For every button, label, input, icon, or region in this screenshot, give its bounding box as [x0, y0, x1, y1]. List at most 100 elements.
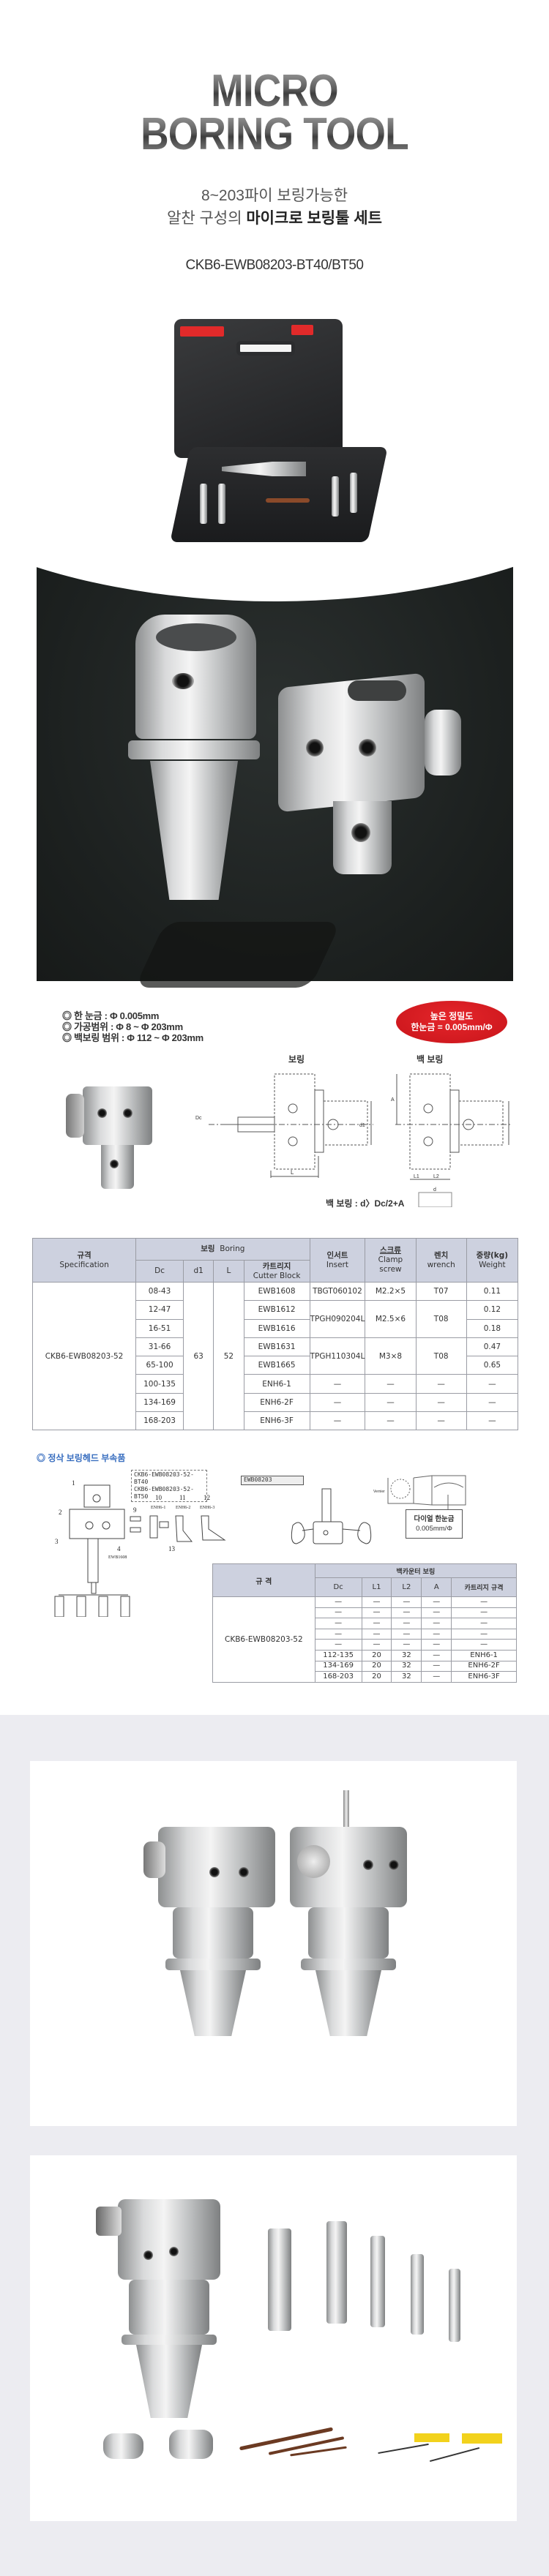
part-12: 12 [203, 1494, 210, 1501]
table-row: 16-51 EWB1616 0.18 [33, 1318, 519, 1338]
wrench-cell: — [415, 1392, 467, 1413]
head-model-label: EWB08203 [241, 1476, 304, 1485]
l2-cell: — [391, 1618, 422, 1629]
back-boring-label: 백 보링 [417, 1054, 444, 1064]
dc-cell: 168-203 [135, 1411, 184, 1431]
bt-holder-photo [128, 615, 341, 988]
subtitle-line-2: 알찬 구성의 마이크로 보링툴 세트 [0, 207, 549, 230]
dc-cell: 134-169 [135, 1392, 184, 1413]
dc-cell: 100-135 [135, 1374, 184, 1394]
hex-wrench-set [239, 2419, 348, 2457]
table-row: 31-66 EWB1631 TPGH110304L M3×8 T08 0.47 [33, 1337, 519, 1375]
title-line-2: BORING TOOL [39, 112, 511, 157]
dc-cell: 65-100 [135, 1356, 184, 1375]
a-cell: — [421, 1618, 452, 1629]
dim-dc: Dc [195, 1116, 202, 1121]
boring-bar-1 [268, 2228, 291, 2331]
dim-a: A [391, 1097, 395, 1103]
l2-cell: 32 [391, 1660, 422, 1672]
table-row: ————— [213, 1639, 517, 1651]
screw-cell: M3×8 [365, 1337, 417, 1375]
header-l1: L1 [361, 1577, 392, 1597]
subtitle-plain: 알찬 구성의 [167, 210, 247, 227]
l2-cell: — [391, 1596, 422, 1608]
l1-cell: — [361, 1639, 392, 1651]
dc-cell: — [314, 1607, 362, 1619]
dial-line-2: 0.005mm/Φ [416, 1525, 452, 1533]
a-cell: — [421, 1660, 452, 1672]
l1-cell: — [361, 1618, 392, 1629]
header-dc: Dc [135, 1260, 184, 1283]
insert-cell: TBGT060102 [309, 1281, 366, 1302]
cutter-cell: — [451, 1596, 517, 1608]
header-spec: 규 격 [212, 1563, 315, 1597]
a-cell: — [421, 1639, 452, 1651]
torx-key-2 [429, 2433, 502, 2463]
weight-cell: 0.65 [466, 1356, 519, 1375]
a-cell: — [421, 1607, 452, 1619]
cutter-cell: EWB1612 [243, 1300, 310, 1320]
table-row: 12-47 EWB1612 TPGH090204L M2.5×6 T08 0.1… [33, 1300, 519, 1338]
cutter-cell: EWB1616 [243, 1318, 310, 1338]
table-row: 65-100 EWB1665 0.65 [33, 1356, 519, 1375]
back-counter-table: 규 격 백카운터 보링 Dc L1 L2 A 카트리지 규격 CKB6-EWB0… [212, 1563, 518, 1683]
dim-l2: L2 [433, 1174, 439, 1179]
dial-line-1: 다이얼 한눈금 [414, 1515, 455, 1523]
badge-line-2: 한눈금 = 0.005mm/Φ [411, 1022, 493, 1032]
part-2: 2 [59, 1509, 62, 1516]
wrench-cell: — [415, 1411, 467, 1431]
cutter-cell: — [451, 1639, 517, 1651]
weight-cell: — [466, 1392, 519, 1413]
tool-case-photo [170, 319, 390, 568]
table-row: 168-203 ENH6-3F — — — — [33, 1411, 519, 1431]
cutter-cell: ENH6-1 [451, 1649, 517, 1661]
a-cell: — [421, 1596, 452, 1608]
l-cell: 52 [213, 1281, 244, 1431]
model-number: CKB6-EWB08203-BT40/BT50 [185, 258, 364, 273]
exploded-parts-drawing: 1 2 3 4 EWB1608 9 10 ENH6-1 11 ENH6-2 12… [54, 1479, 226, 1617]
a-cell: — [421, 1649, 452, 1661]
insert-cell: — [309, 1392, 366, 1413]
boring-head-small-photo [64, 1086, 160, 1189]
subtitle-line-1: 8~203파이 보링가능한 [201, 187, 348, 204]
table-row: CKB6-EWB08203-52————— [212, 1596, 517, 1683]
header-boring: 보링 Boring [135, 1238, 310, 1261]
part-3: 3 [55, 1538, 59, 1545]
l2-cell: 32 [391, 1671, 422, 1683]
subtitle-bold: 마이크로 보링툴 세트 [246, 210, 382, 227]
l2-cell: — [391, 1628, 422, 1640]
boring-bar-3 [370, 2236, 385, 2327]
back-boring-drawing: A L1 L2 d [391, 1073, 512, 1207]
screw-cell: — [365, 1392, 417, 1413]
boring-bar-4 [411, 2254, 424, 2335]
boring-bar-2 [326, 2221, 347, 2324]
part-12-name: ENH6-3 [200, 1506, 214, 1510]
dim-d1: d1 [359, 1123, 365, 1128]
cutter-cell: — [451, 1628, 517, 1640]
part-10-name: ENH6-1 [151, 1506, 165, 1510]
l2-cell: — [391, 1639, 422, 1651]
cutter-cell: — [451, 1607, 517, 1619]
boring-bar-5 [449, 2269, 460, 2342]
header-l2: L2 [391, 1577, 422, 1597]
photo-card-holders [30, 1761, 517, 2126]
weight-cell: 0.18 [466, 1318, 519, 1338]
cartridge-2 [169, 2430, 213, 2459]
dc-cell: — [314, 1628, 362, 1640]
spec-bullet-back-boring: ◎ 백보링 범위 : Φ 112 ~ Φ 203mm [62, 1032, 203, 1043]
part-13: 13 [168, 1545, 176, 1552]
dim-d: d [433, 1187, 436, 1193]
header-back-counter: 백카운터 보링 [314, 1563, 518, 1578]
precision-badge: 높은 정밀도 한눈금 = 0.005mm/Φ [396, 1001, 507, 1043]
header-cutter: 카트리지 규격 [451, 1577, 517, 1597]
dc-cell: 31-66 [135, 1337, 184, 1357]
d1-cell: 63 [183, 1281, 214, 1431]
cutter-cell: EWB1665 [243, 1356, 310, 1375]
dc-cell: 168-203 [314, 1671, 362, 1683]
part-4-name: EWB1608 [108, 1555, 127, 1560]
a-cell: — [421, 1671, 452, 1683]
dim-l1: L1 [414, 1174, 419, 1179]
